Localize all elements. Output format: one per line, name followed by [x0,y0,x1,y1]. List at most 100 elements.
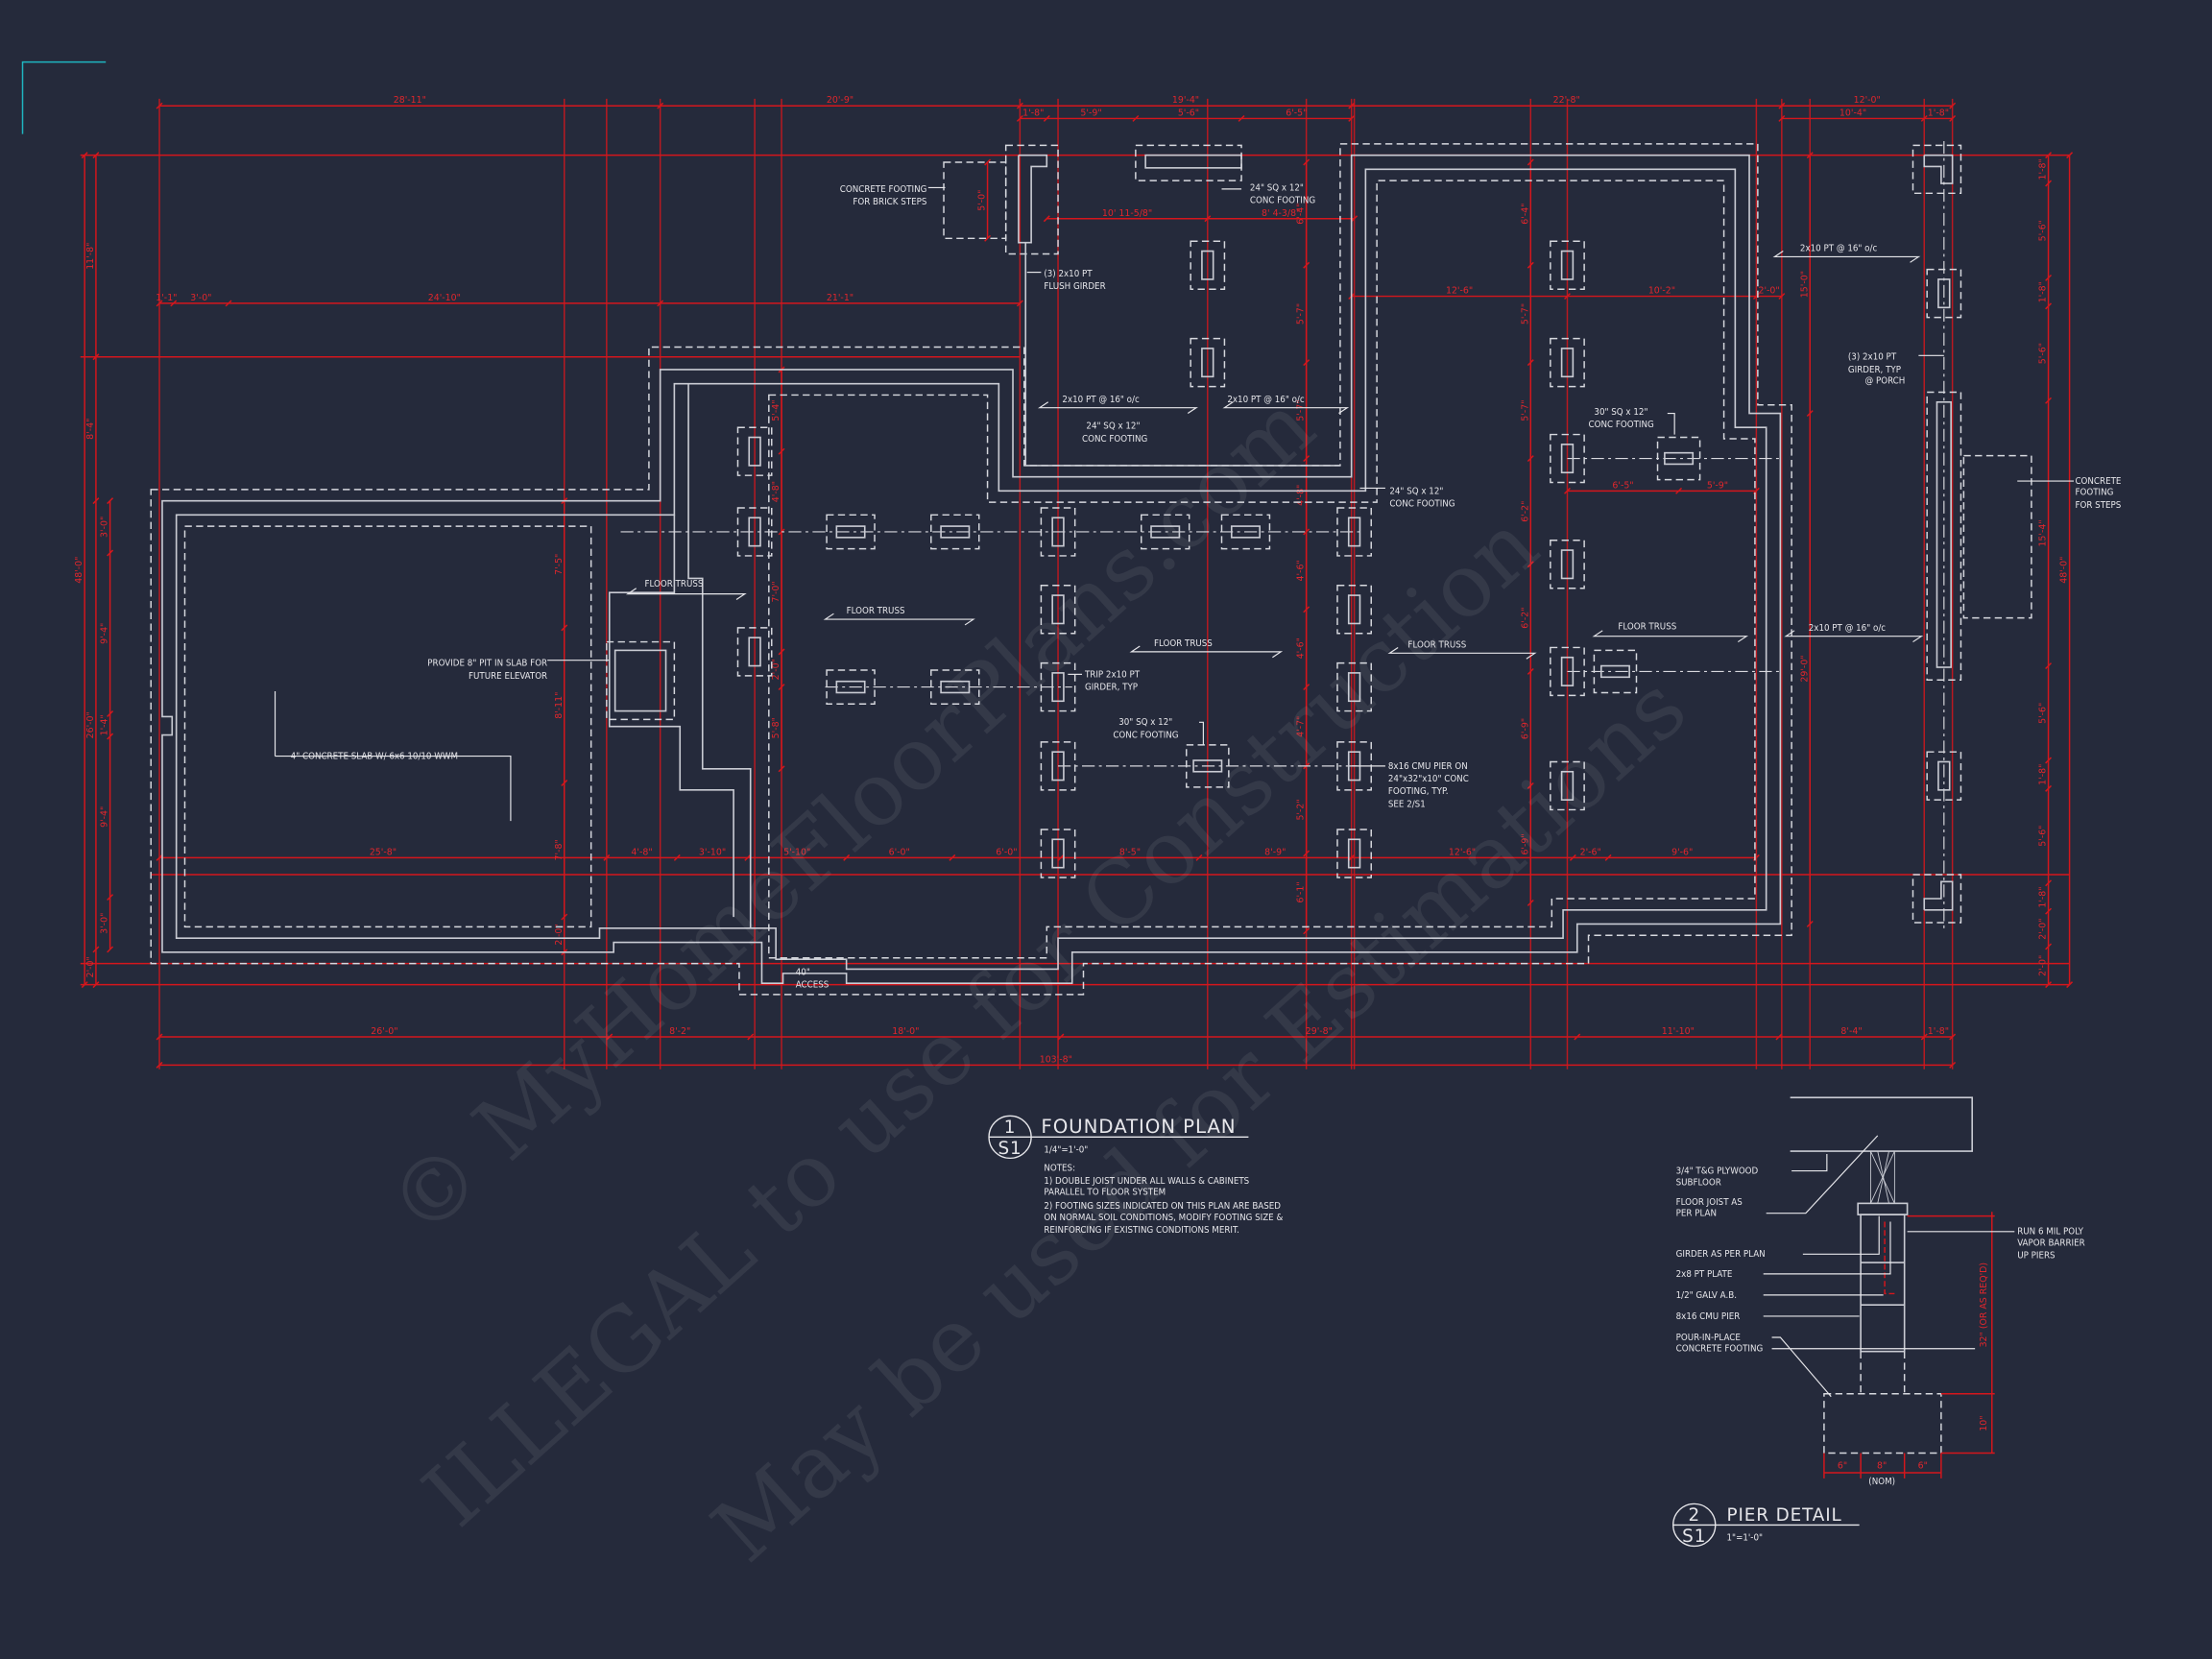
dimension-label: 26'-0" [371,1026,397,1037]
dimension-chain-bottom-row: 26'-0"8'-2"18'-0"29'-8"11'-10"8'-4"1'-8" [156,1026,1957,1041]
dimension-tick [1806,920,1814,927]
dimension-tick [1016,114,1023,122]
pier-footing [826,514,876,550]
footing-width-dim: 6" [1918,1461,1928,1472]
dimension-tick [778,765,785,773]
dimension-tick [1303,158,1310,166]
elevator-note: PROVIDE 8" PIT IN SLAB FOR [427,659,547,669]
dimension-label: 5'-8" [771,717,781,738]
pier-footing [1926,268,1962,319]
dimension-label: 5'-6" [2038,220,2049,241]
dimension-tick [1016,300,1023,307]
dimension-label: 1'-8" [2038,886,2049,907]
cmu-pier [1937,278,1951,309]
pier-footing [1656,436,1701,481]
rear-porch-corner-bottom [1923,880,1954,911]
cmu-pier-note: SEE 2/S1 [1388,799,1426,809]
plywood-label: 3/4" T&G PLYWOOD [1676,1166,1759,1177]
cmu-pier [1560,770,1575,801]
pier-footing [1550,760,1585,811]
dimension-tick [1920,114,1928,122]
dimension-tick [949,854,956,861]
porch-girder-note: @ PORCH [1865,376,1906,387]
dimension-label: 4'-6" [1296,560,1307,581]
dimension-chain-col-e: 15'-0"29'-0" [1799,152,1814,927]
dimension-chain-interior-row: 25'-8"4'-8"3'-10"5'-10"6'-0"6'-0"8'-5"8'… [156,847,1760,861]
porch-top-beam [1144,154,1242,169]
dimension-tick [1949,102,1957,109]
rear-porch-corner-top [1923,154,1954,184]
dimension-label: 10'-2" [1648,286,1675,297]
pier-footing [1040,507,1076,557]
dimension-label: 8' 4-3/8" [1262,208,1300,219]
dimension-chain-col-d: 6'-4"5'-7"5'-7"6'-2"6'-2"6'-9"6'-9" [1520,158,1534,906]
truss-arrows [625,251,1924,660]
dimension-tick [107,497,114,505]
anchor-bolt [1884,1221,1896,1295]
dimension-tick [1527,899,1534,906]
cmu-pier [1051,751,1065,781]
dimension-tick [92,946,100,953]
dimension-tick [107,946,114,953]
dimension-label: 5'-7" [1296,399,1307,421]
concrete-footing-section [1823,1393,1942,1455]
floor-truss-label: FLOOR TRUSS [1407,639,1466,650]
dimension-tick [1303,359,1310,367]
pier-footing [1040,661,1076,712]
footing-note: 30" SQ x 12" [1118,717,1172,728]
dimension-label: 5'-7" [1520,399,1530,421]
dimension-layer: 28'-11"20'-9"19'-4"22'-8"12'-0"1'-8"5'-9… [74,95,2074,1070]
pier-footing [1550,337,1585,388]
porch-girder-note: (3) 2x10 PT [1848,352,1897,363]
leader-line [1667,412,1675,435]
dimension-label: 5'-6" [2038,343,2049,364]
dimension-label: 1'-8" [2038,158,2049,180]
notes-heading: NOTES: [1044,1164,1075,1174]
dimension-tick [2045,302,2053,310]
footing-label: CONCRETE FOOTING [1676,1344,1764,1355]
dimension-chain-porch-upper: 10' 11-5/8"8' 4-3/8" [1043,208,1358,223]
dimension-tick [2045,981,2053,989]
dimension-tick [1569,854,1576,861]
subfloor-section [1790,1096,1974,1152]
floor-truss-label: FLOOR TRUSS [645,579,704,589]
cmu-pier-note: 8x16 CMU PIER ON [1388,761,1468,772]
access-note: 40" [796,967,810,977]
footing-outline [1550,760,1585,811]
detail-number: 2 [1688,1505,1700,1526]
footing-outline [1336,829,1372,878]
cmu-pier [1347,672,1361,703]
footing-outline [736,426,773,476]
pier-footing [1336,829,1372,878]
porch-wall [1024,242,1340,467]
dimension-tick [1527,261,1534,269]
footing-note: 30" SQ x 12" [1594,407,1647,418]
footing-outline [1186,744,1230,788]
dimension-tick [1348,102,1356,109]
dimension-label: 8'-2" [669,1026,690,1037]
footing-outline [1040,741,1076,791]
span-arrow [1592,630,1749,643]
dimension-label: 26'-0" [85,711,96,738]
cmu-pier [1051,672,1065,703]
pier-footing [1550,240,1585,290]
footing-note: CONC FOOTING [1589,420,1654,430]
dimension-tick [2045,662,2053,670]
slab-note: 4" CONCRETE SLAB W/ 6x6 10/10 WWM [291,752,458,762]
detail-sheet: S1 [998,1139,1022,1159]
elevator-note: FUTURE ELEVATOR [469,671,547,682]
pier-width-dim: 8" [1877,1461,1887,1472]
pier-dimension-lines [1823,1212,1995,1479]
dimension-chain-top-detail-left: 1'-8"5'-9"5'-6"6'-5" [1016,108,1356,122]
dimension-tick [1527,667,1534,675]
pier-height-dim: 32" (OR AS REQ'D) [1979,1262,1989,1348]
pier-footing [1926,751,1962,801]
dimension-tick [984,158,992,166]
floor-truss-label: FLOOR TRUSS [847,606,905,616]
dimension-tick [1527,158,1534,166]
dimension-label: 5'-0" [977,190,988,211]
dimension-tick [1303,684,1310,691]
brick-steps-footing [943,161,1007,240]
pier-detail-leaders [1763,1135,2015,1398]
rear-steps-footing [1962,454,2032,619]
